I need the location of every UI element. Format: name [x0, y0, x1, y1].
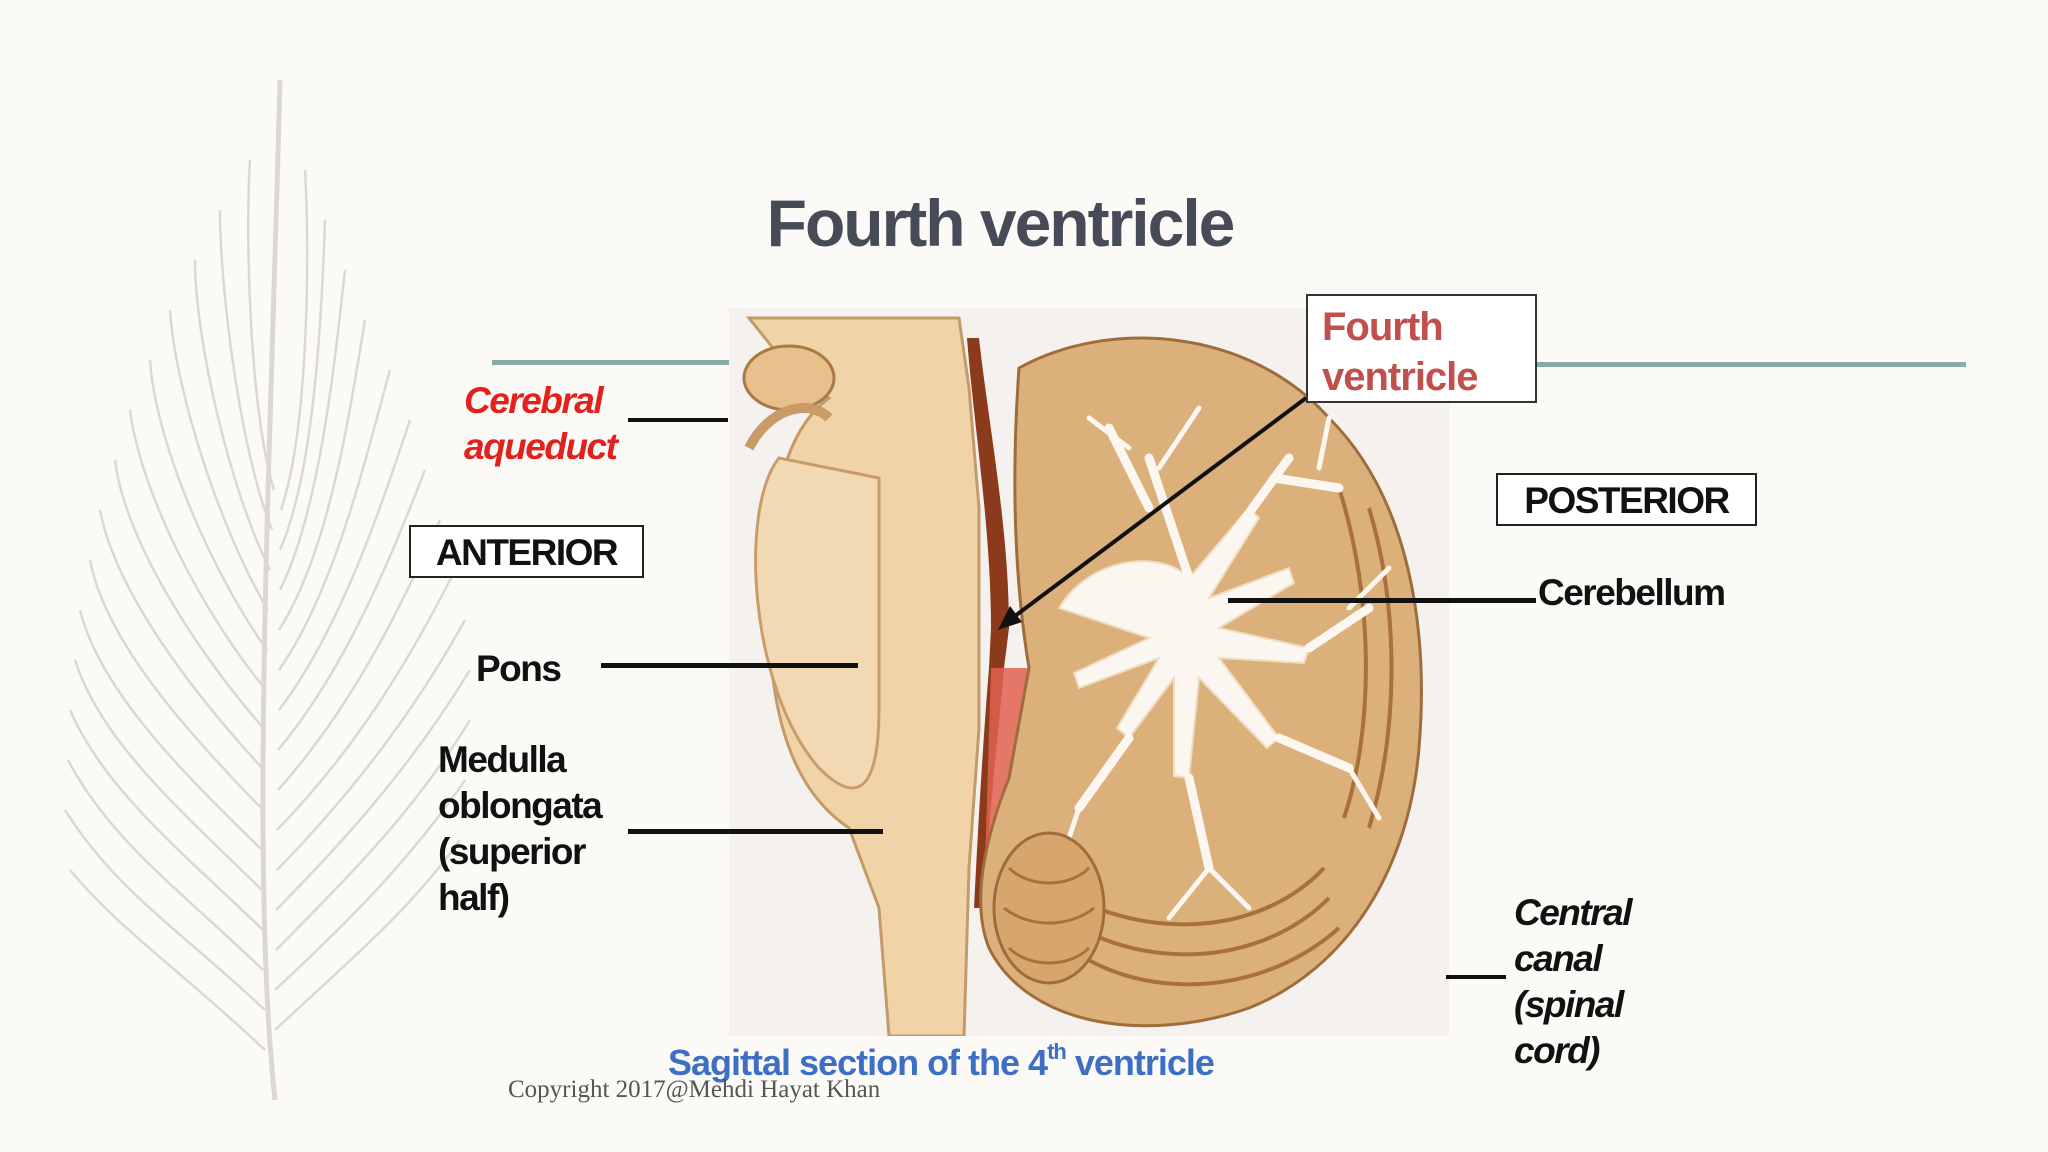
- medulla-line-1: Medulla: [438, 739, 567, 780]
- fourth-ventricle-line-2: ventricle: [1322, 355, 1479, 399]
- central-canal-label: Central canal (spinal cord): [1514, 890, 1632, 1074]
- central-canal-line-4: cord): [1514, 1030, 1600, 1071]
- figure-caption: Sagittal section of the 4th ventricle: [668, 1039, 1215, 1084]
- pons-pointer: [601, 663, 858, 668]
- central-canal-pointer: [1446, 975, 1506, 979]
- fourth-ventricle-box: Fourth ventricle: [1306, 294, 1537, 403]
- pons-label: Pons: [476, 648, 562, 689]
- medulla-line-4: half): [438, 877, 510, 918]
- anterior-label: ANTERIOR: [435, 532, 619, 573]
- caption-prefix: Sagittal section of the 4: [668, 1042, 1048, 1083]
- anterior-box: ANTERIOR: [409, 525, 644, 578]
- copyright-notice: Copyright 2017@Mehdi Hayat Khan: [508, 1076, 881, 1103]
- title-rule-right: [1536, 362, 1966, 367]
- cerebellum-label: Cerebellum: [1538, 572, 1726, 613]
- caption-superscript: th: [1047, 1039, 1067, 1064]
- central-canal-line-2: canal: [1514, 938, 1603, 979]
- cerebral-aqueduct-pointer: [628, 418, 728, 422]
- brainstem-cerebellum-illustration: [729, 308, 1449, 1036]
- caption-suffix: ventricle: [1065, 1042, 1215, 1083]
- medulla-line-2: oblongata: [438, 785, 603, 826]
- title-rule-left: [492, 360, 732, 365]
- medulla-label: Medulla oblongata (superior half): [438, 737, 603, 921]
- cerebral-aqueduct-label: Cerebral aqueduct: [464, 378, 618, 470]
- page-title: Fourth ventricle: [766, 186, 1236, 260]
- cerebral-aqueduct-line-1: Cerebral: [464, 380, 604, 421]
- medulla-line-3: (superior: [438, 831, 586, 872]
- fourth-ventricle-line-1: Fourth: [1322, 305, 1444, 349]
- posterior-label: POSTERIOR: [1524, 480, 1730, 521]
- medulla-pointer: [628, 829, 883, 834]
- central-canal-line-3: (spinal: [1514, 984, 1624, 1025]
- central-canal-line-1: Central: [1514, 892, 1632, 933]
- posterior-box: POSTERIOR: [1496, 473, 1757, 526]
- cerebral-aqueduct-line-2: aqueduct: [464, 426, 618, 467]
- cerebellum-pointer: [1228, 598, 1536, 603]
